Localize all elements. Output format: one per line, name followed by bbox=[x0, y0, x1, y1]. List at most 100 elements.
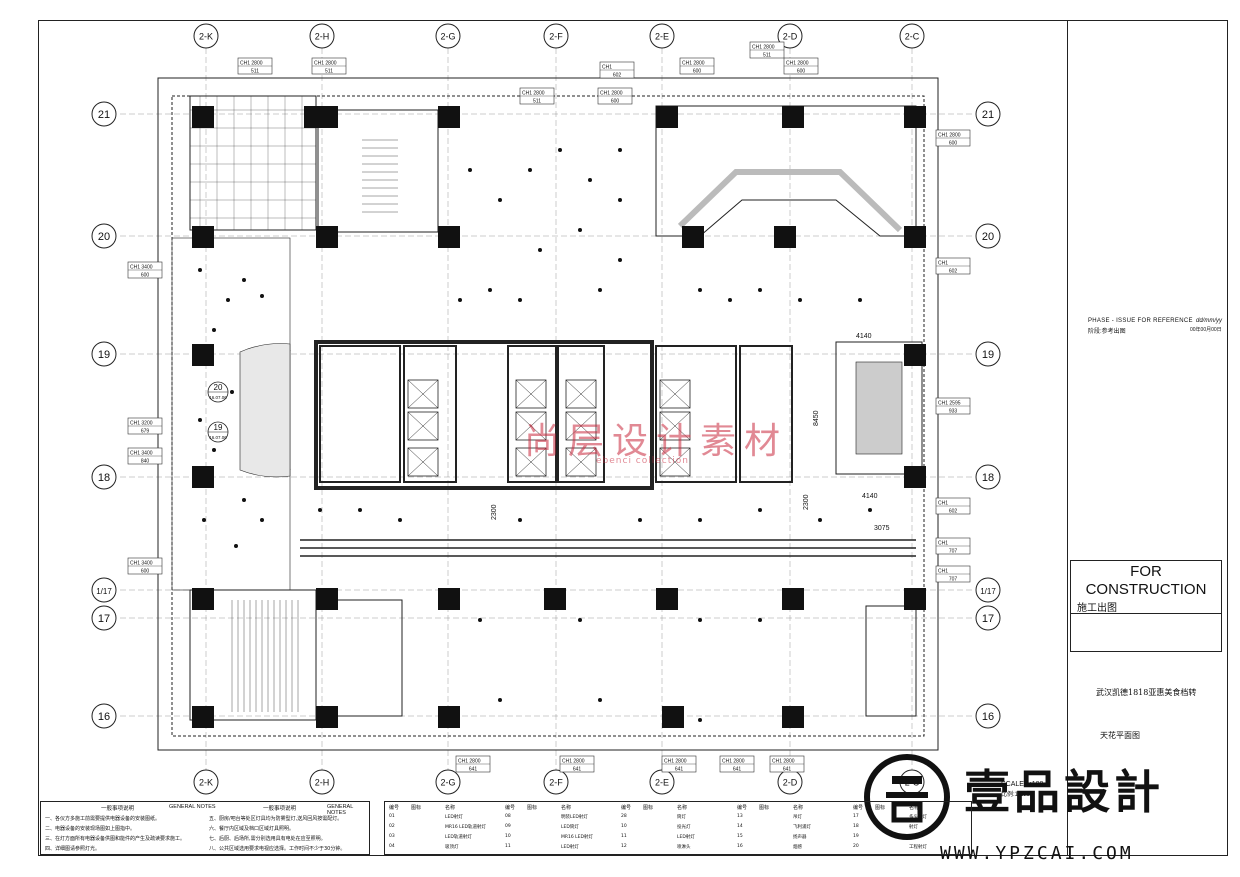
ceiling-tag-code: CH1 2800 bbox=[722, 759, 745, 765]
note-line: 七、后厨、后场所,需分别选用具有电处在应至照明。 bbox=[209, 836, 326, 842]
structural-column bbox=[192, 706, 214, 728]
axis-label-row: 20 bbox=[982, 231, 994, 243]
axis-label-row: 19 bbox=[98, 349, 110, 361]
structural-column bbox=[316, 226, 338, 248]
axis-bubbles: 2-K2-K2-H2-H2-G2-G2-F2-F2-E2-E2-D2-D2-C2… bbox=[91, 23, 1001, 795]
legend-cell: 18 bbox=[853, 824, 859, 829]
ceiling-tag-code: CH1 bbox=[602, 65, 612, 71]
ceiling-tag-code: CH1 2800 bbox=[314, 61, 337, 67]
axis-label-col: 2-G bbox=[440, 778, 455, 788]
legend-header: 名称 bbox=[793, 805, 804, 811]
structural-column bbox=[192, 588, 214, 610]
legend-cell: 02 bbox=[389, 824, 395, 829]
legend-cell: MR16 LED射灯 bbox=[561, 835, 593, 840]
axis-label-row: 21 bbox=[98, 109, 110, 121]
ceiling-tag-ref: 641 bbox=[733, 767, 742, 773]
note-line: 三、在灯方面所有电器设备供图和能件的产生及疏读要求施工。 bbox=[45, 836, 186, 842]
light-fixture bbox=[488, 288, 492, 292]
date-label-cn: 00年00月00日 bbox=[1190, 327, 1222, 333]
light-fixture bbox=[578, 618, 582, 622]
axis-label-row: 1/17 bbox=[980, 587, 996, 596]
notes-title-en-2: GENERAL NOTES bbox=[327, 804, 354, 816]
ceiling-tag-code: CH1 3400 bbox=[130, 265, 153, 271]
watermark-subtext: ebenci collection bbox=[596, 456, 689, 466]
legend-cell: 12 bbox=[621, 844, 627, 849]
rotunda-fill bbox=[239, 343, 291, 478]
light-fixture bbox=[212, 448, 216, 452]
axis-label-row: 18 bbox=[982, 472, 994, 484]
elevator-car bbox=[407, 379, 439, 409]
ceiling-tag-ref: 641 bbox=[783, 767, 792, 773]
note-line: 六、餐厅内区域及档口区域灯具照明。 bbox=[209, 826, 295, 832]
legend-header: 图标 bbox=[411, 805, 422, 811]
ceiling-tag-code: CH1 2800 bbox=[600, 91, 623, 97]
light-fixture bbox=[728, 298, 732, 302]
ceiling-tag-ref: 600 bbox=[141, 569, 150, 575]
axis-bubble-col bbox=[435, 769, 461, 795]
elevator-x bbox=[407, 447, 439, 477]
legend-header: 编号 bbox=[621, 805, 632, 811]
elevator-x bbox=[659, 411, 691, 441]
scale-label: SCALE:1:100 bbox=[1001, 781, 1044, 788]
legend-cell: 16 bbox=[737, 844, 743, 849]
core-shaft bbox=[739, 345, 793, 483]
structural-column bbox=[782, 588, 804, 610]
ceiling-tag-code: CH1 2800 bbox=[772, 759, 795, 765]
legend-cell: 09 bbox=[505, 824, 511, 829]
legend-cell: 19 bbox=[853, 834, 859, 839]
elevator-car bbox=[407, 411, 439, 441]
elevator-x bbox=[565, 411, 597, 441]
ceiling-tag-code: CH1 2800 bbox=[240, 61, 263, 67]
structural-column bbox=[662, 706, 684, 728]
detail-callout-number: 19 bbox=[214, 423, 223, 432]
light-fixture bbox=[818, 518, 822, 522]
ceiling-tag-code: CH1 2800 bbox=[938, 133, 961, 139]
shaft-bottom-right bbox=[865, 605, 917, 717]
axis-bubble-row bbox=[91, 464, 117, 490]
logo-text: 壹品設計 bbox=[964, 765, 1164, 819]
legend-cell: 14 bbox=[737, 824, 743, 829]
general-notes: 一般事项说明 GENERAL NOTES 一般事项说明 GENERAL NOTE… bbox=[40, 801, 370, 855]
light-fixture bbox=[358, 508, 362, 512]
structural-column bbox=[438, 226, 460, 248]
elevator-car bbox=[565, 447, 597, 477]
structural-column bbox=[904, 226, 926, 248]
dimension-labels: 4140414030752300230084502016.07.061916.0… bbox=[207, 333, 890, 532]
axis-label-col: 2-D bbox=[783, 778, 798, 788]
light-fixture bbox=[398, 518, 402, 522]
ceiling-tag-code: CH1 bbox=[938, 501, 948, 507]
axis-label-col: 2-K bbox=[199, 32, 213, 42]
axis-bubble-row bbox=[91, 605, 117, 631]
detail-callout-ref: 16.07.06 bbox=[209, 395, 227, 400]
dimension-label: 2300 bbox=[491, 504, 498, 520]
note-line: 一、各仪方多施工前需要提供电器设备的安装图纸。 bbox=[45, 816, 161, 822]
ceiling-tag-ref: 511 bbox=[763, 53, 771, 59]
legend-cell: 20 bbox=[853, 844, 859, 849]
legend-cell: 01 bbox=[389, 814, 395, 819]
room-bottom bbox=[315, 599, 403, 717]
note-line: 五、厨房/吧台等处区灯具均为防雾型灯,送风回风按需配灯。 bbox=[209, 816, 343, 822]
legend-cell: 灯槽 bbox=[909, 835, 918, 840]
core-shaft bbox=[507, 345, 557, 483]
legend-cell: LED射灯 bbox=[677, 835, 695, 840]
light-fixture bbox=[242, 498, 246, 502]
light-fixture bbox=[698, 718, 702, 722]
axis-label-row: 1/17 bbox=[96, 587, 112, 596]
legend-cell: LED射灯 bbox=[445, 815, 463, 820]
legend-cell: 飞利浦灯 bbox=[793, 825, 811, 830]
logo-circle bbox=[864, 754, 950, 840]
light-fixture bbox=[698, 618, 702, 622]
drawing-name: 天花平面图 bbox=[1100, 731, 1140, 740]
stamp-divider bbox=[1071, 613, 1221, 614]
legend-cell: 10 bbox=[621, 824, 627, 829]
toilet-block-tl bbox=[189, 95, 317, 231]
elevator-car bbox=[659, 411, 691, 441]
structural-column bbox=[316, 106, 338, 128]
axis-bubble-col bbox=[193, 769, 219, 795]
ceiling-tag-ref: 707 bbox=[949, 577, 958, 583]
light-fixture bbox=[498, 198, 502, 202]
light-fixture bbox=[558, 148, 562, 152]
ceiling-tag-code: CH1 2800 bbox=[682, 61, 705, 67]
axis-label-col: 2-D bbox=[783, 32, 798, 42]
